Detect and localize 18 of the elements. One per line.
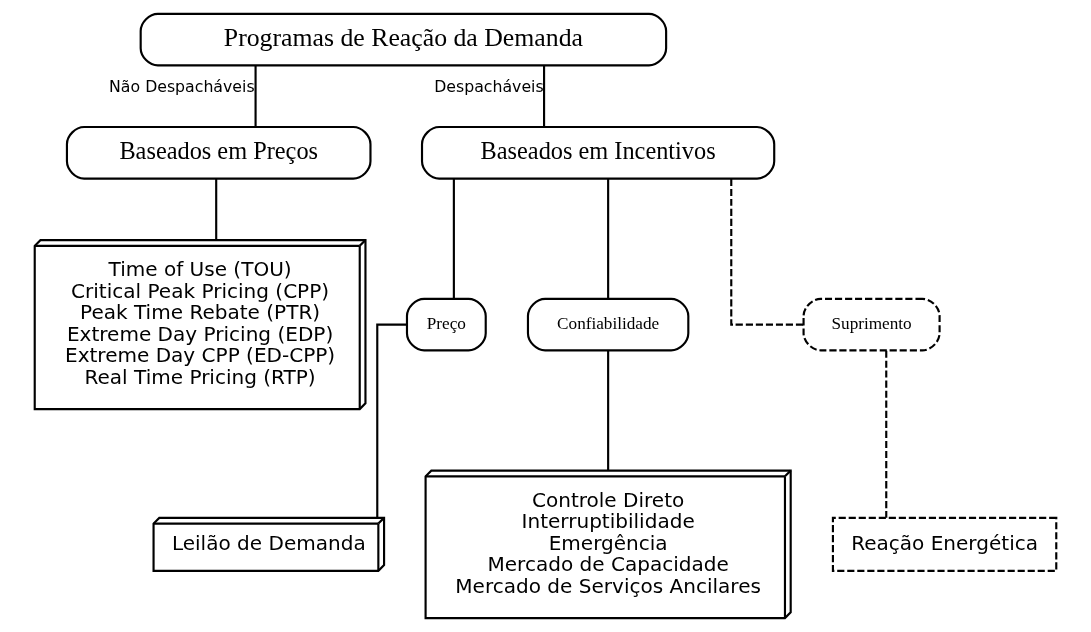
connector [452,178,455,299]
node-box: Baseados em Incentivos [420,125,776,180]
connector [730,178,804,326]
connector [607,178,610,299]
node-box: Suprimento [802,297,941,352]
connector [215,178,218,241]
node-box: Reação Energética [831,516,1058,572]
connector [885,350,888,518]
node-box: Programas de Reação da Demanda [139,12,668,67]
node-box: Confiabilidade [526,297,690,352]
edge-label: Despacháveis [434,76,544,96]
node-box: Baseados em Preços [65,125,372,180]
connector [543,65,546,127]
connector [254,65,257,127]
edge-label: Não Despacháveis [109,76,255,96]
connector [607,350,610,471]
node-box: Preço [405,297,487,352]
connector [376,323,407,518]
